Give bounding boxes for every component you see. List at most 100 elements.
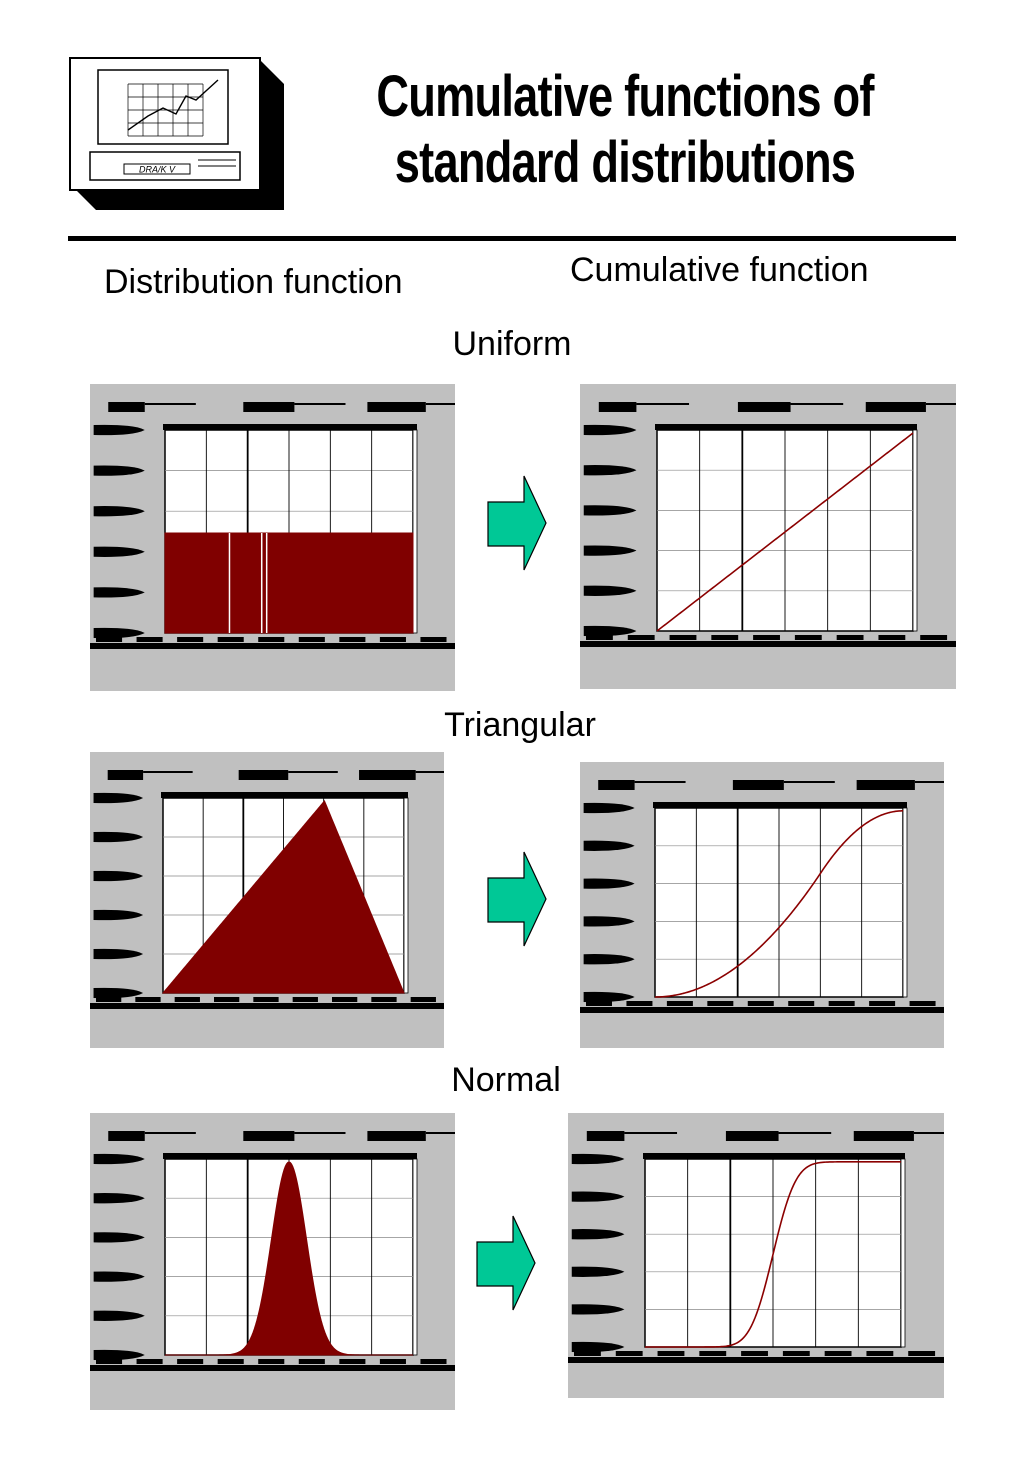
y-tick-glyph (583, 585, 637, 596)
garbled-header-blobs (598, 780, 944, 790)
x-label-glyph (586, 1001, 612, 1006)
x-label-band (568, 1357, 944, 1363)
page-title: Cumulative functions of standard distrib… (372, 64, 879, 196)
x-label-glyph (741, 1351, 768, 1356)
header-blob (856, 780, 915, 790)
y-tick-glyph (571, 1341, 625, 1353)
x-label-glyph (627, 635, 655, 640)
logo-label: DRA/K V (139, 165, 176, 175)
x-label-band (580, 1007, 944, 1013)
y-tick-glyph (571, 1153, 625, 1165)
distribution-column-heading: Distribution function (104, 263, 403, 301)
y-tick-glyph (93, 587, 145, 598)
header-blob (108, 402, 145, 412)
y-tick-glyph (93, 1310, 145, 1321)
x-label-glyph (371, 997, 397, 1002)
uniform-cumulative-chart (580, 384, 956, 689)
title-line-1: Cumulative functions of (376, 64, 874, 129)
x-label-glyph (379, 637, 406, 642)
x-label-glyph (96, 1359, 123, 1364)
header-blob (367, 402, 426, 412)
y-tick-glyph (93, 909, 144, 921)
y-tick-glyph (93, 1232, 145, 1243)
garbled-header-blobs (108, 402, 455, 412)
x-label-glyph (747, 1001, 774, 1006)
distribution-area (165, 1161, 413, 1356)
normal-distribution-chart (90, 1113, 455, 1410)
x-label-glyph (666, 1001, 693, 1006)
y-tick-glyph (571, 1191, 625, 1202)
header-blob (243, 402, 295, 412)
x-label-glyph (794, 635, 822, 640)
y-tick-glyph (571, 1229, 625, 1240)
y-tick-glyph (583, 505, 637, 516)
header-blob (107, 770, 144, 780)
x-label-glyph (586, 635, 613, 640)
x-label-band (90, 1003, 444, 1009)
garbled-header-blobs (598, 402, 956, 412)
header-blob (865, 402, 926, 412)
y-tick-glyph (93, 465, 145, 476)
title-line-2: standard distributions (394, 130, 856, 195)
x-label-glyph (292, 997, 318, 1002)
x-label-glyph (136, 637, 163, 642)
garbled-y-ticks (583, 802, 635, 1003)
x-label-glyph (828, 1001, 855, 1006)
y-tick-glyph (93, 831, 144, 843)
cumulative-column-heading: Cumulative function (570, 251, 869, 289)
y-tick-glyph (93, 546, 145, 557)
x-label-glyph (379, 1359, 406, 1364)
x-label-glyph (339, 637, 366, 642)
y-tick-glyph (583, 991, 635, 1003)
cumulative-line (656, 432, 914, 632)
x-label-glyph (214, 997, 240, 1002)
y-tick-glyph (93, 987, 144, 999)
bar-gaps (228, 533, 268, 633)
plot-top-bar (643, 1153, 905, 1159)
x-label-glyph (669, 635, 697, 640)
plot-right-edge (412, 429, 418, 634)
x-label-glyph (298, 1359, 325, 1364)
cumulative-line (645, 1161, 901, 1348)
x-label-glyph (258, 1359, 285, 1364)
x-label-glyph (920, 635, 948, 640)
x-label-glyph (410, 997, 436, 1002)
header-blob (359, 770, 416, 780)
y-tick-glyph (571, 1266, 625, 1277)
title-divider (68, 236, 956, 241)
y-tick-glyph (583, 424, 637, 436)
y-tick-glyph (583, 916, 635, 927)
x-label-glyph (339, 1359, 366, 1364)
x-label-glyph (217, 1359, 244, 1364)
plot-top-bar (655, 424, 917, 430)
y-tick-glyph (93, 948, 144, 960)
grid (645, 1159, 901, 1347)
y-tick-glyph (93, 792, 144, 804)
x-label-glyph (574, 1351, 601, 1356)
header-blob (108, 1131, 145, 1141)
plot-right-edge (902, 807, 908, 998)
logo-screen-grid (127, 83, 204, 137)
triangular-cumulative-chart (580, 762, 944, 1048)
normal-arrow-icon (476, 1215, 536, 1311)
triangular-arrow-icon (487, 851, 547, 947)
plot-top-bar (653, 802, 907, 808)
garbled-header-blobs (107, 770, 444, 780)
x-label-glyph (869, 1001, 896, 1006)
y-tick-glyph (93, 870, 144, 882)
logo-trend-line (127, 79, 219, 131)
x-label-glyph (136, 1359, 163, 1364)
x-label-glyph (788, 1001, 815, 1006)
y-tick-glyph (583, 545, 637, 556)
uniform-distribution-chart (90, 384, 455, 691)
x-label-glyph (657, 1351, 685, 1356)
garbled-x-labels (90, 997, 444, 1009)
x-label-glyph (753, 635, 780, 640)
garbled-y-ticks (93, 1153, 145, 1361)
x-label-glyph (707, 1001, 734, 1006)
garbled-x-labels (90, 1359, 455, 1371)
x-label-glyph (626, 1001, 653, 1006)
y-tick-glyph (583, 625, 637, 637)
plot-top-bar (163, 1153, 417, 1159)
x-label-glyph (909, 1001, 936, 1006)
